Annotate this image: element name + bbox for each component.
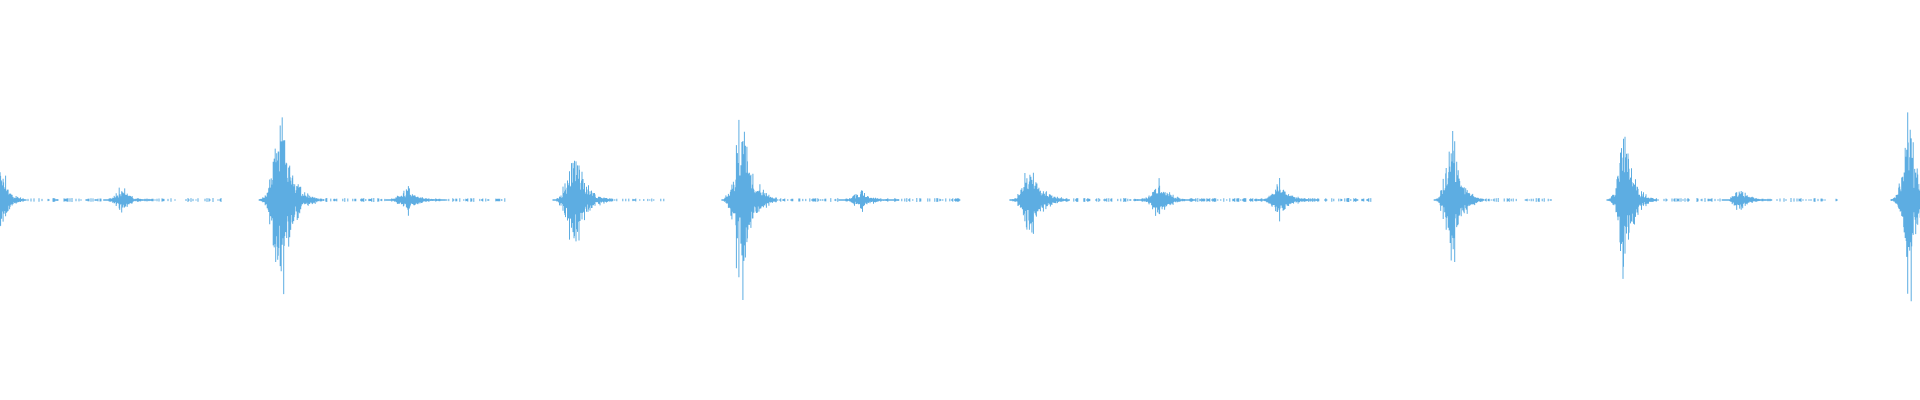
waveform-burst (258, 117, 320, 295)
waveform-burst (721, 119, 777, 300)
waveform-burst (103, 187, 154, 213)
waveform-burst (1136, 178, 1197, 216)
waveform-burst (1433, 131, 1485, 262)
waveform-burst (0, 172, 27, 228)
waveform-burst (385, 186, 446, 216)
waveform-burst (1721, 191, 1773, 210)
waveform-bursts (0, 112, 1920, 302)
waveform-burst (1257, 178, 1318, 222)
waveform-burst (1890, 112, 1920, 302)
waveform-burst (552, 160, 613, 242)
waveform-burst (1606, 136, 1657, 279)
waveform-burst (1009, 172, 1070, 234)
waveform-burst (838, 190, 899, 212)
